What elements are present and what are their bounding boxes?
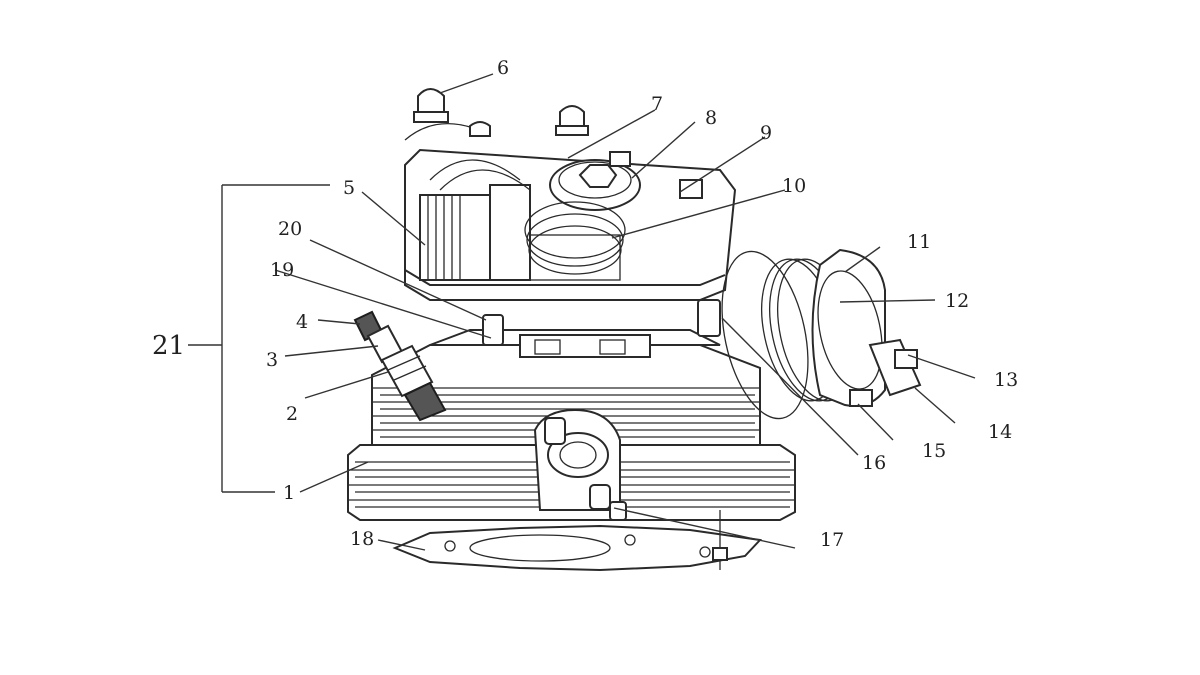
callout-15: 15 bbox=[922, 440, 946, 462]
callout-9: 9 bbox=[760, 122, 772, 144]
engine-drawing bbox=[347, 88, 922, 572]
callout-13: 13 bbox=[994, 369, 1018, 391]
callout-2: 2 bbox=[286, 403, 298, 425]
callout-16: 16 bbox=[862, 452, 886, 474]
cylinder-head-cover bbox=[404, 88, 737, 301]
callout-12: 12 bbox=[945, 290, 969, 312]
callout-20: 20 bbox=[278, 218, 302, 240]
callout-labels: 21 1 2 3 4 5 6 7 8 9 10 11 12 13 14 15 1… bbox=[152, 57, 1018, 551]
callout-14: 14 bbox=[988, 421, 1012, 443]
callout-18: 18 bbox=[350, 528, 374, 550]
callout-17: 17 bbox=[820, 529, 844, 551]
callout-7: 7 bbox=[651, 93, 663, 115]
callout-10: 10 bbox=[782, 175, 806, 197]
spark-plug bbox=[353, 310, 447, 422]
callout-1: 1 bbox=[283, 482, 295, 504]
head-gasket bbox=[392, 524, 763, 572]
callout-21: 21 bbox=[152, 331, 185, 361]
callout-19: 19 bbox=[270, 259, 294, 281]
callout-5: 5 bbox=[343, 177, 355, 199]
callout-3: 3 bbox=[266, 349, 278, 371]
callout-11: 11 bbox=[907, 231, 931, 253]
callout-8: 8 bbox=[705, 107, 717, 129]
callout-6: 6 bbox=[497, 57, 509, 79]
leader-lines bbox=[188, 73, 976, 551]
side-cover-assembly bbox=[721, 248, 922, 420]
callout-4: 4 bbox=[296, 311, 308, 333]
